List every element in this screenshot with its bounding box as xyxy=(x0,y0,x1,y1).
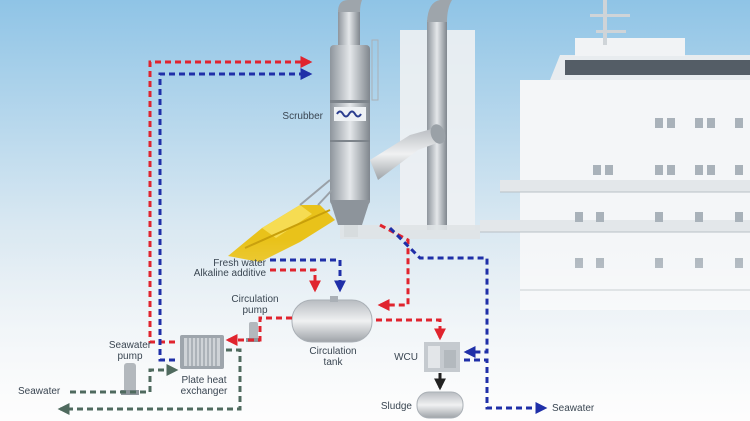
mast xyxy=(603,0,607,45)
label-wcu: WCU xyxy=(394,352,418,363)
label-plate-heat-exchanger: Plate heat exchanger xyxy=(166,375,242,397)
label-circulation-tank: Circulation tank xyxy=(293,346,373,368)
scrubber-unit xyxy=(330,0,446,237)
hot-flow-line xyxy=(148,56,313,344)
plate-heat-exchanger xyxy=(180,335,224,369)
label-phe-line2: exchanger xyxy=(180,386,228,397)
wcu-unit xyxy=(424,342,460,372)
cold-flow-line xyxy=(158,68,313,362)
label-circulation-pump-line2: pump xyxy=(242,305,268,316)
sludge-tank xyxy=(416,391,464,419)
label-alkaline-additive: Alkaline additive xyxy=(193,268,266,279)
label-phe-line1: Plate heat xyxy=(181,375,227,386)
label-seawater-pump-line2: pump xyxy=(117,351,143,362)
ship-superstructure xyxy=(400,0,750,310)
scrubber-tower xyxy=(330,45,370,205)
label-circulation-tank-line1: Circulation xyxy=(309,346,357,357)
label-scrubber: Scrubber xyxy=(282,111,323,122)
label-fresh-water: Fresh water xyxy=(213,258,266,269)
label-circulation-pump: Circulation pump xyxy=(215,294,295,316)
label-seawater-out: Seawater xyxy=(552,403,595,414)
seawater-flow-line xyxy=(70,364,179,394)
label-circulation-pump-line1: Circulation xyxy=(231,294,279,305)
label-circulation-tank-line2: tank xyxy=(323,357,343,368)
circulation-tank xyxy=(291,296,373,343)
label-seawater-in: Seawater xyxy=(18,386,61,397)
label-seawater-pump: Seawater pump xyxy=(95,340,165,362)
label-sludge: Sludge xyxy=(380,401,412,412)
label-seawater-pump-line1: Seawater xyxy=(108,340,152,351)
